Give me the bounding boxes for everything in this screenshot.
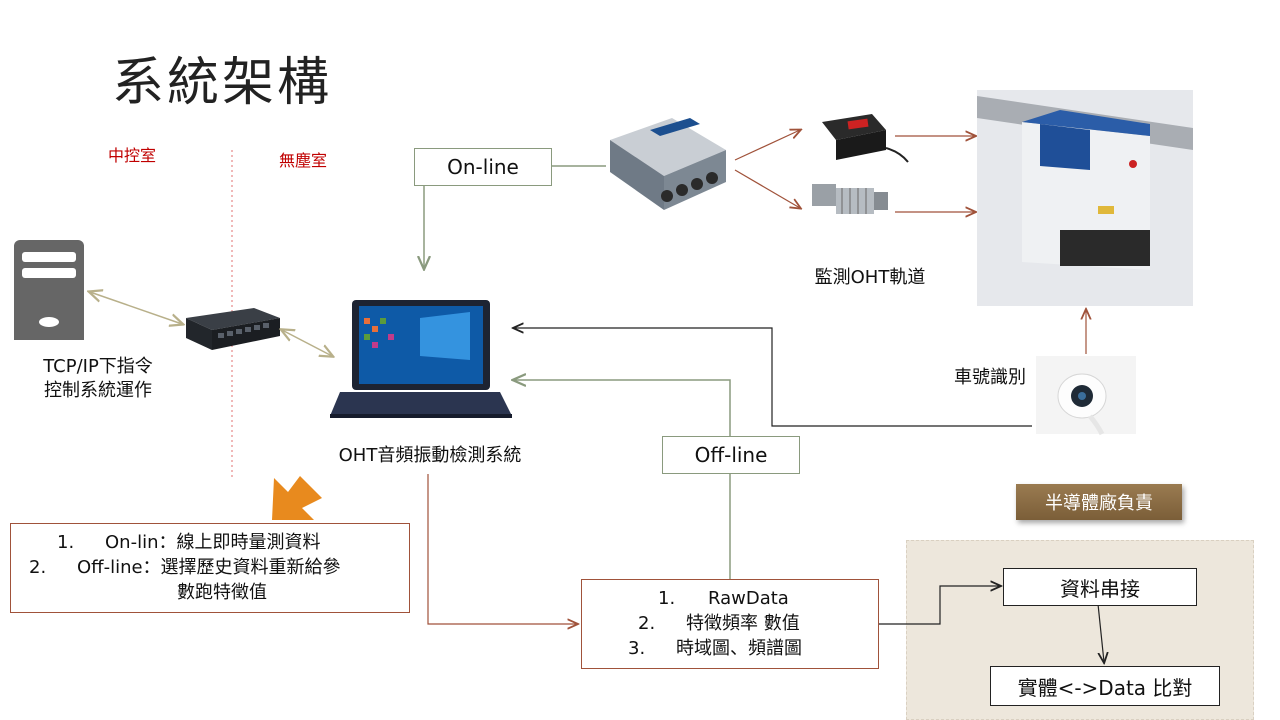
note-1-text: On-lin：線上即時量測資料 — [105, 532, 321, 553]
note-1-number: 1. — [57, 532, 75, 553]
orange-arrow-icon — [272, 476, 322, 520]
camera-icon — [1036, 356, 1136, 436]
server-icon — [14, 240, 84, 340]
server-caption-line2: 控制系統運作 — [44, 380, 152, 401]
output-steps-box: 1. RawData 2. 特徵頻率 數值 3. 時域圖、頻譜圖 — [581, 579, 879, 669]
server-caption-line1: TCP/IP下指令 — [43, 356, 153, 377]
online-box: On-line — [414, 148, 552, 186]
offline-box: Off-line — [662, 436, 800, 474]
camera-caption: 車號識別 — [954, 367, 1026, 388]
step-3-text: 時域圖、頻譜圖 — [676, 638, 802, 659]
zone-clean-room-label: 無塵室 — [279, 151, 328, 170]
laptop-caption: OHT音頻振動檢測系統 — [338, 445, 522, 466]
optical-sensor-icon — [822, 114, 909, 163]
sensor-caption: 監測OHT軌道 — [814, 267, 926, 288]
note-2-text: Off-line：選擇歷史資料重新給參 — [77, 557, 341, 578]
fab-responsibility-badge: 半導體廠負責 — [1016, 484, 1182, 520]
note-2-continued: 數跑特徵值 — [177, 582, 267, 603]
data-concat-box: 資料串接 — [1003, 568, 1197, 606]
step-2-number: 2. — [638, 613, 656, 634]
network-switch-icon — [186, 308, 280, 350]
step-1-number: 1. — [658, 588, 676, 609]
mode-notes-box: 1. On-lin：線上即時量測資料 2. Off-line：選擇歷史資料重新給… — [10, 523, 410, 613]
zone-control-room-label: 中控室 — [108, 146, 157, 165]
page-title: 系統架構 — [112, 53, 333, 113]
pressure-sensor-icon — [812, 184, 888, 214]
step-3-number: 3. — [628, 638, 646, 659]
daq-device-icon — [610, 118, 726, 210]
step-2-text: 特徵頻率 數值 — [686, 613, 800, 634]
laptop-icon — [330, 300, 512, 418]
note-2-number: 2. — [29, 557, 47, 578]
oht-vehicle-image — [977, 90, 1193, 306]
physical-data-compare-box: 實體<->Data 比對 — [990, 666, 1220, 706]
step-1-text: RawData — [708, 588, 789, 609]
server-caption: TCP/IP下指令 控制系統運作 — [18, 355, 178, 403]
